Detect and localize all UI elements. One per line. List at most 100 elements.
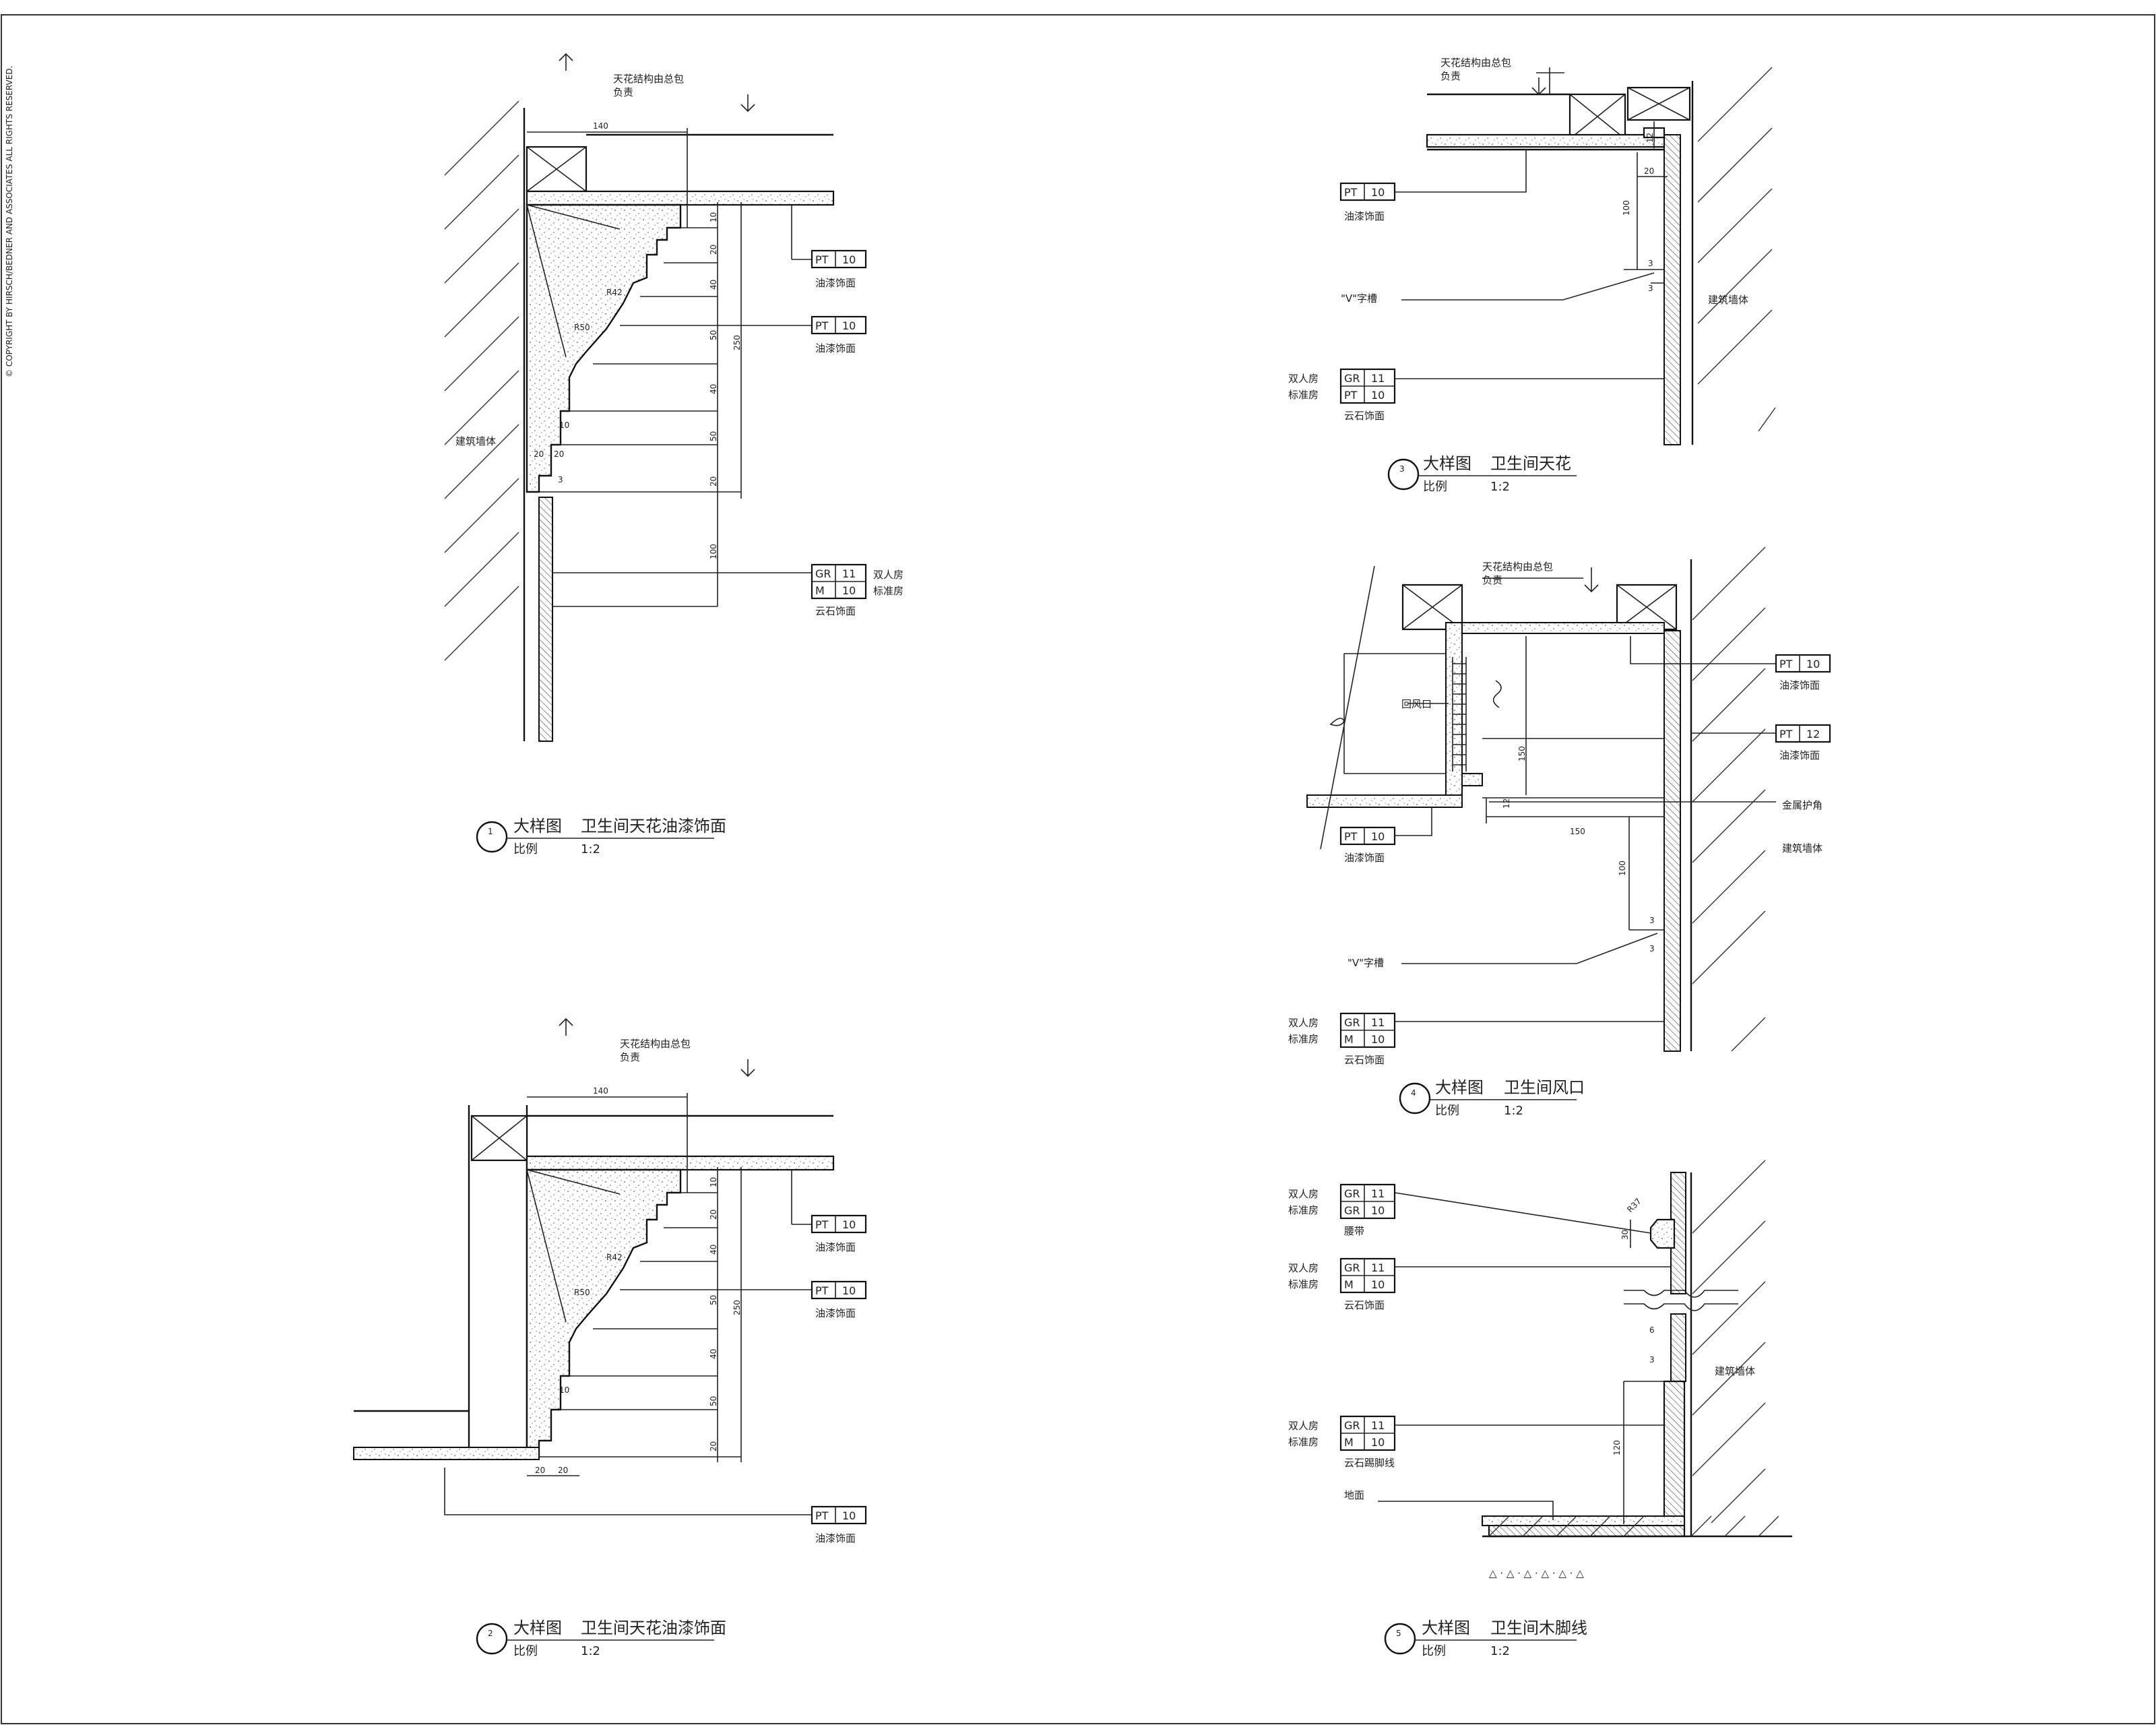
svg-text:PT: PT xyxy=(1344,186,1358,199)
svg-text:建筑墙体: 建筑墙体 xyxy=(1782,842,1822,854)
svg-text:GR: GR xyxy=(815,567,831,580)
svg-text:GR: GR xyxy=(1344,1187,1360,1200)
detail-3-tag-a: PT 10 油漆饰面 xyxy=(1339,182,1396,222)
svg-text:卫生间天花: 卫生间天花 xyxy=(1490,454,1571,473)
detail-2-tag-a: PT 10 油漆饰面 xyxy=(811,1214,867,1253)
detail-5-tag-c: GR 11 M 10 双人房 标准房 云石踢脚线 xyxy=(1288,1415,1396,1469)
svg-text:标准房: 标准房 xyxy=(1288,1033,1319,1045)
svg-text:3: 3 xyxy=(1649,944,1655,953)
svg-text:10: 10 xyxy=(1806,658,1820,670)
svg-text:金属护角: 金属护角 xyxy=(1782,799,1822,811)
detail-4-tag-b: PT 12 油漆饰面 xyxy=(1775,724,1831,761)
svg-text:10: 10 xyxy=(1371,1204,1385,1217)
svg-text:大样图: 大样图 xyxy=(1422,1619,1470,1637)
svg-text:250: 250 xyxy=(732,1300,742,1315)
svg-text:10: 10 xyxy=(1371,389,1385,402)
detail-3: 12 20 100 3 3 天花结构由总包 负责 "V"字槽 建筑墙体 PT 1… xyxy=(1288,57,1776,494)
svg-text:比例: 比例 xyxy=(1435,1104,1459,1118)
svg-text:双人房: 双人房 xyxy=(1288,1420,1319,1432)
svg-text:标准房: 标准房 xyxy=(1288,1278,1319,1290)
detail-5-title: 5 大样图 卫生间木脚线 比例 1:2 xyxy=(1384,1619,1587,1658)
svg-text:"V"字槽: "V"字槽 xyxy=(1348,957,1384,969)
svg-text:10: 10 xyxy=(709,1177,718,1187)
detail-2-dims: 140 250 10 20 40 50 40 50 20 20 20 10 R5… xyxy=(527,1086,742,1476)
svg-text:150: 150 xyxy=(1570,827,1585,836)
svg-text:GR: GR xyxy=(1344,1419,1360,1432)
svg-text:M: M xyxy=(815,584,825,597)
svg-text:双人房: 双人房 xyxy=(1288,1188,1319,1200)
svg-text:油漆饰面: 油漆饰面 xyxy=(815,342,856,354)
svg-text:1:2: 1:2 xyxy=(1490,1644,1510,1658)
svg-text:50: 50 xyxy=(709,330,718,340)
svg-text:250: 250 xyxy=(732,335,742,350)
svg-text:GR: GR xyxy=(1344,1261,1360,1274)
svg-text:负责: 负责 xyxy=(1440,70,1461,82)
svg-text:140: 140 xyxy=(593,121,608,131)
svg-text:油漆饰面: 油漆饰面 xyxy=(1344,852,1385,864)
detail-2-tag-b: PT 10 油漆饰面 xyxy=(811,1280,867,1319)
svg-text:负责: 负责 xyxy=(1482,574,1502,586)
svg-text:3: 3 xyxy=(1649,916,1655,925)
detail-3-title: 3 大样图 卫生间天花 比例 1:2 xyxy=(1387,454,1577,494)
svg-text:50: 50 xyxy=(709,431,718,441)
detail-4-tag-c: PT 10 油漆饰面 xyxy=(1339,826,1396,864)
svg-text:大样图: 大样图 xyxy=(513,1619,562,1637)
svg-text:1:2: 1:2 xyxy=(581,1644,600,1658)
svg-text:11: 11 xyxy=(1371,1016,1385,1029)
svg-text:"V"字槽: "V"字槽 xyxy=(1341,292,1377,305)
svg-text:10: 10 xyxy=(559,1385,569,1395)
svg-text:卫生间天花油漆饰面: 卫生间天花油漆饰面 xyxy=(581,817,726,836)
svg-text:11: 11 xyxy=(842,567,856,580)
svg-text:11: 11 xyxy=(1371,1187,1385,1200)
svg-text:比例: 比例 xyxy=(513,1644,538,1658)
svg-text:腰带: 腰带 xyxy=(1344,1225,1364,1237)
svg-text:云石饰面: 云石饰面 xyxy=(1344,1054,1385,1066)
svg-text:标准房: 标准房 xyxy=(1288,389,1319,401)
svg-text:PT: PT xyxy=(1344,389,1358,402)
svg-text:12: 12 xyxy=(1645,133,1655,143)
svg-text:双人房: 双人房 xyxy=(1288,1262,1319,1274)
svg-text:标准房: 标准房 xyxy=(873,585,903,597)
svg-text:11: 11 xyxy=(1371,1261,1385,1274)
svg-text:R50: R50 xyxy=(574,1288,590,1297)
detail-2: 140 250 10 20 40 50 40 50 20 20 20 10 R5… xyxy=(353,1017,867,1658)
svg-text:10: 10 xyxy=(709,212,718,222)
svg-text:10: 10 xyxy=(842,584,856,597)
svg-text:1:2: 1:2 xyxy=(581,842,600,856)
detail-5: △ · △ · △ · △ · △ · △ R37 30 6 3 120 建筑墙… xyxy=(1288,1160,1792,1658)
svg-text:卫生间风口: 卫生间风口 xyxy=(1504,1078,1585,1097)
svg-text:大样图: 大样图 xyxy=(513,817,562,836)
svg-text:10: 10 xyxy=(1371,830,1385,843)
svg-text:负责: 负责 xyxy=(620,1051,640,1063)
svg-text:11: 11 xyxy=(1371,1419,1385,1432)
svg-text:20: 20 xyxy=(709,245,718,255)
svg-text:PT: PT xyxy=(1779,658,1793,670)
detail-4-tag-d: GR 11 M 10 双人房 标准房 云石饰面 xyxy=(1288,1012,1396,1066)
svg-text:云石踢脚线: 云石踢脚线 xyxy=(1344,1457,1395,1469)
svg-text:100: 100 xyxy=(709,544,718,559)
detail-2-title: 2 大样图 卫生间天花油漆饰面 比例 1:2 xyxy=(476,1619,726,1658)
detail-5-tag-b: GR 11 M 10 双人房 标准房 云石饰面 xyxy=(1288,1257,1396,1311)
building-wall-hatch xyxy=(1697,67,1776,432)
svg-text:比例: 比例 xyxy=(1423,480,1447,494)
svg-text:PT: PT xyxy=(1779,728,1793,741)
floor-hatch xyxy=(1488,1515,1779,1537)
svg-text:云石饰面: 云石饰面 xyxy=(815,605,856,617)
detail-2-tag-c: PT 10 油漆饰面 xyxy=(811,1505,867,1544)
svg-text:30: 30 xyxy=(1620,1230,1630,1240)
detail-1-tag-a: PT 10 油漆饰面 xyxy=(811,249,867,289)
svg-text:50: 50 xyxy=(709,1295,718,1305)
detail-4: 150 150 100 12 3 3 天花结构由总包 负责 回风口 金属护角 建… xyxy=(1288,546,1831,1118)
building-wall-hatch xyxy=(1692,546,1766,1052)
svg-text:PT: PT xyxy=(815,253,829,266)
svg-text:10: 10 xyxy=(842,1509,856,1522)
svg-text:云石饰面: 云石饰面 xyxy=(1344,410,1385,422)
svg-text:10: 10 xyxy=(842,1284,856,1297)
svg-text:油漆饰面: 油漆饰面 xyxy=(815,277,856,289)
svg-text:100: 100 xyxy=(1622,200,1631,216)
svg-text:120: 120 xyxy=(1612,1440,1622,1455)
svg-text:20: 20 xyxy=(554,449,564,459)
svg-text:R42: R42 xyxy=(606,288,623,297)
svg-text:油漆饰面: 油漆饰面 xyxy=(1344,210,1385,222)
